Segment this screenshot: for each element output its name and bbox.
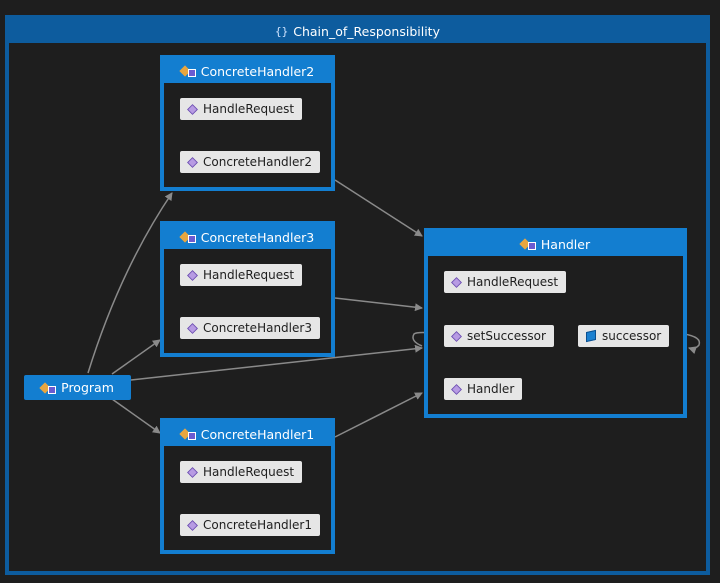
- field-successor[interactable]: successor: [578, 325, 670, 347]
- class-handler[interactable]: Handler HandleRequest setSuccessor succe…: [424, 228, 687, 418]
- class-concretehandler2[interactable]: ConcreteHandler2 HandleRequest ConcreteH…: [160, 55, 335, 191]
- class-icon: [181, 65, 196, 77]
- concretehandler1-header[interactable]: ConcreteHandler1: [164, 422, 331, 446]
- method-constructor[interactable]: ConcreteHandler1: [180, 514, 320, 536]
- member-label: ConcreteHandler1: [203, 518, 312, 532]
- class-concretehandler1[interactable]: ConcreteHandler1 HandleRequest ConcreteH…: [160, 418, 335, 554]
- handler-header[interactable]: Handler: [428, 232, 683, 256]
- method-handlerequest[interactable]: HandleRequest: [180, 461, 303, 483]
- class-concretehandler3[interactable]: ConcreteHandler3 HandleRequest ConcreteH…: [160, 221, 335, 357]
- method-setsuccessor[interactable]: setSuccessor: [444, 325, 554, 347]
- method-handlerequest[interactable]: HandleRequest: [180, 98, 303, 120]
- method-icon: [451, 330, 462, 342]
- method-constructor[interactable]: ConcreteHandler2: [180, 151, 320, 173]
- namespace-title: Chain_of_Responsibility: [293, 23, 440, 39]
- handler-title: Handler: [540, 236, 591, 252]
- member-label: HandleRequest: [203, 268, 295, 282]
- member-label: Handler: [467, 382, 515, 396]
- concretehandler2-title: ConcreteHandler2: [200, 63, 315, 79]
- method-icon: [187, 519, 198, 531]
- concretehandler3-header[interactable]: ConcreteHandler3: [164, 225, 331, 249]
- class-icon: [521, 238, 536, 250]
- method-icon: [187, 322, 198, 334]
- method-icon: [187, 466, 198, 478]
- member-label: HandleRequest: [467, 275, 559, 289]
- concretehandler1-title: ConcreteHandler1: [200, 426, 315, 442]
- member-label: ConcreteHandler3: [203, 321, 312, 335]
- member-label: setSuccessor: [467, 329, 546, 343]
- class-icon: [181, 428, 196, 440]
- method-icon: [451, 276, 462, 288]
- member-label: successor: [602, 329, 662, 343]
- method-handlerequest[interactable]: HandleRequest: [180, 264, 303, 286]
- namespace-icon: {}: [275, 24, 289, 38]
- program-title: Program: [61, 380, 114, 395]
- method-icon: [187, 103, 198, 115]
- member-label: HandleRequest: [203, 102, 295, 116]
- method-handlerequest[interactable]: HandleRequest: [444, 271, 567, 293]
- method-icon: [187, 269, 198, 281]
- namespace-header[interactable]: {} Chain_of_Responsibility: [9, 19, 706, 43]
- field-icon: [586, 329, 596, 343]
- class-icon: [181, 231, 196, 243]
- member-label: ConcreteHandler2: [203, 155, 312, 169]
- concretehandler3-title: ConcreteHandler3: [200, 229, 315, 245]
- method-icon: [187, 156, 198, 168]
- class-program[interactable]: Program: [24, 375, 131, 400]
- method-constructor[interactable]: ConcreteHandler3: [180, 317, 320, 339]
- member-label: HandleRequest: [203, 465, 295, 479]
- concretehandler2-header[interactable]: ConcreteHandler2: [164, 59, 331, 83]
- class-icon: [41, 382, 57, 394]
- method-icon: [451, 383, 462, 395]
- method-constructor[interactable]: Handler: [444, 378, 523, 400]
